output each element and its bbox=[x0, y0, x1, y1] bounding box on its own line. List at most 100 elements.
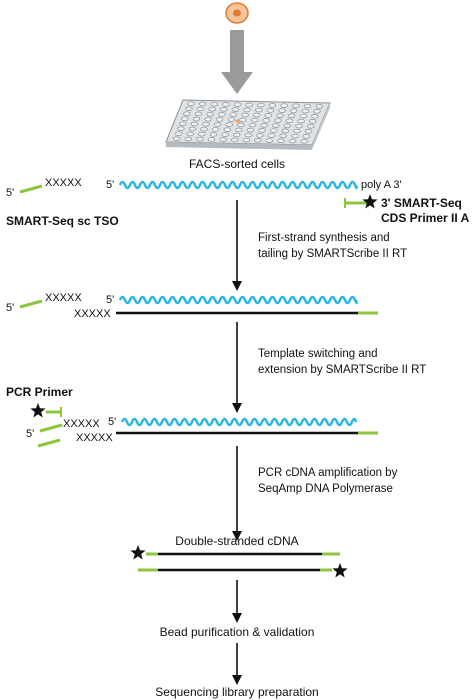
tso-label: SMART-Seq sc TSO bbox=[6, 214, 119, 228]
plate-well bbox=[283, 123, 292, 129]
plate-well bbox=[268, 103, 277, 108]
mrna-five-prime-label-3: 5' bbox=[108, 416, 116, 428]
plate-well bbox=[313, 109, 321, 114]
plate-well bbox=[256, 133, 264, 138]
plate-well bbox=[274, 118, 282, 123]
plate-well bbox=[279, 133, 287, 139]
96-well-plate-icon bbox=[165, 99, 331, 150]
star-icon bbox=[30, 403, 46, 418]
plate-well bbox=[265, 138, 274, 143]
mrna-wave bbox=[118, 180, 358, 190]
mrna-wave-3 bbox=[120, 417, 358, 427]
plate-well bbox=[198, 101, 207, 107]
tso-oligo: 5' XXXXX bbox=[6, 177, 82, 199]
plate-well bbox=[223, 127, 231, 132]
plate-well bbox=[248, 122, 257, 128]
plate-well bbox=[198, 131, 206, 137]
bead-label: Bead purification & validation bbox=[160, 625, 315, 639]
plate-well bbox=[231, 107, 240, 112]
five-prime-label-3: 5' bbox=[26, 428, 34, 440]
xs-label-4: XXXXX bbox=[76, 432, 113, 444]
plate-well bbox=[289, 108, 298, 114]
plate-well bbox=[210, 101, 218, 107]
plate-well bbox=[301, 108, 310, 114]
cds-label-line2: CDS Primer II A bbox=[381, 211, 470, 225]
step2-line2: extension by SMARTScribe II RT bbox=[258, 364, 426, 376]
plate-well bbox=[291, 133, 299, 139]
plate-well bbox=[196, 106, 205, 112]
extended-adapter bbox=[37, 438, 61, 448]
plate-well bbox=[246, 127, 255, 133]
facs-label: FACS-sorted cells bbox=[189, 157, 285, 171]
plate-well bbox=[181, 116, 189, 121]
plate-well bbox=[281, 128, 290, 134]
five-prime-label-2: 5' bbox=[6, 302, 14, 314]
star-icon bbox=[362, 194, 378, 209]
plate-well bbox=[272, 123, 280, 128]
plate-well bbox=[303, 103, 312, 109]
plate-well bbox=[302, 134, 311, 139]
plate-well bbox=[269, 128, 278, 133]
step2-line1: Template switching and bbox=[258, 348, 378, 360]
plate-well bbox=[218, 112, 226, 117]
plate-well bbox=[184, 136, 193, 142]
plate-well bbox=[204, 116, 212, 122]
plate-well bbox=[245, 102, 253, 108]
plate-well bbox=[225, 122, 234, 127]
single-cell-icon bbox=[225, 2, 249, 24]
plate-well bbox=[230, 137, 239, 143]
plate-well bbox=[206, 111, 214, 117]
plate-well bbox=[213, 122, 222, 127]
plate-well bbox=[196, 136, 204, 142]
plate-well bbox=[292, 103, 300, 109]
plate-well bbox=[194, 111, 203, 117]
plate-well bbox=[260, 123, 268, 128]
plate-well bbox=[258, 128, 266, 133]
plate-well bbox=[257, 102, 265, 108]
step1-line1: First-strand synthesis and bbox=[258, 232, 390, 244]
plate-well bbox=[227, 117, 236, 122]
plate-well bbox=[277, 138, 285, 144]
step1-line2: tailing by SMARTScribe II RT bbox=[258, 248, 407, 260]
plate-well bbox=[221, 132, 229, 137]
plate-well bbox=[237, 122, 245, 128]
seqlib-label: Sequencing library preparation bbox=[155, 685, 318, 699]
sorting-arrow bbox=[221, 30, 253, 94]
plate-well bbox=[192, 116, 201, 122]
plate-well bbox=[311, 114, 319, 119]
plate-well bbox=[309, 119, 317, 124]
plate-well bbox=[288, 138, 297, 144]
plate-well bbox=[252, 112, 261, 118]
plate-well bbox=[299, 113, 308, 119]
step3-line1: PCR cDNA amplification by bbox=[258, 467, 398, 479]
plate-well bbox=[219, 137, 227, 142]
plate-well bbox=[200, 126, 208, 132]
tso-adapter-3 bbox=[39, 423, 63, 433]
plate-well bbox=[242, 137, 251, 143]
plate-well bbox=[190, 121, 199, 127]
plate-well bbox=[232, 132, 241, 138]
plate-well bbox=[179, 121, 187, 126]
plate-well bbox=[297, 118, 305, 124]
mrna-wave-2 bbox=[118, 295, 358, 305]
plate-well bbox=[202, 121, 210, 127]
plate-well bbox=[280, 103, 288, 108]
plate-well bbox=[266, 108, 275, 113]
plate-well bbox=[229, 112, 238, 117]
plate-well bbox=[315, 104, 323, 109]
xs-label: XXXXX bbox=[45, 177, 82, 189]
plate-well bbox=[220, 107, 228, 112]
step3-line2: SeqAmp DNA Polymerase bbox=[258, 483, 393, 495]
ds-cdna-label: Double-stranded cDNA bbox=[175, 534, 298, 548]
pcr-primer-label: PCR Primer bbox=[6, 385, 73, 399]
plate-well bbox=[243, 107, 251, 113]
plate-well bbox=[264, 113, 273, 118]
plate-well bbox=[244, 132, 253, 138]
plate-well bbox=[255, 107, 263, 113]
cds-label-line1: 3' SMART-Seq bbox=[381, 196, 462, 210]
plate-well bbox=[183, 111, 191, 116]
plate-well bbox=[287, 113, 296, 119]
polya-label: poly A 3' bbox=[361, 179, 402, 191]
plate-well bbox=[211, 127, 220, 132]
